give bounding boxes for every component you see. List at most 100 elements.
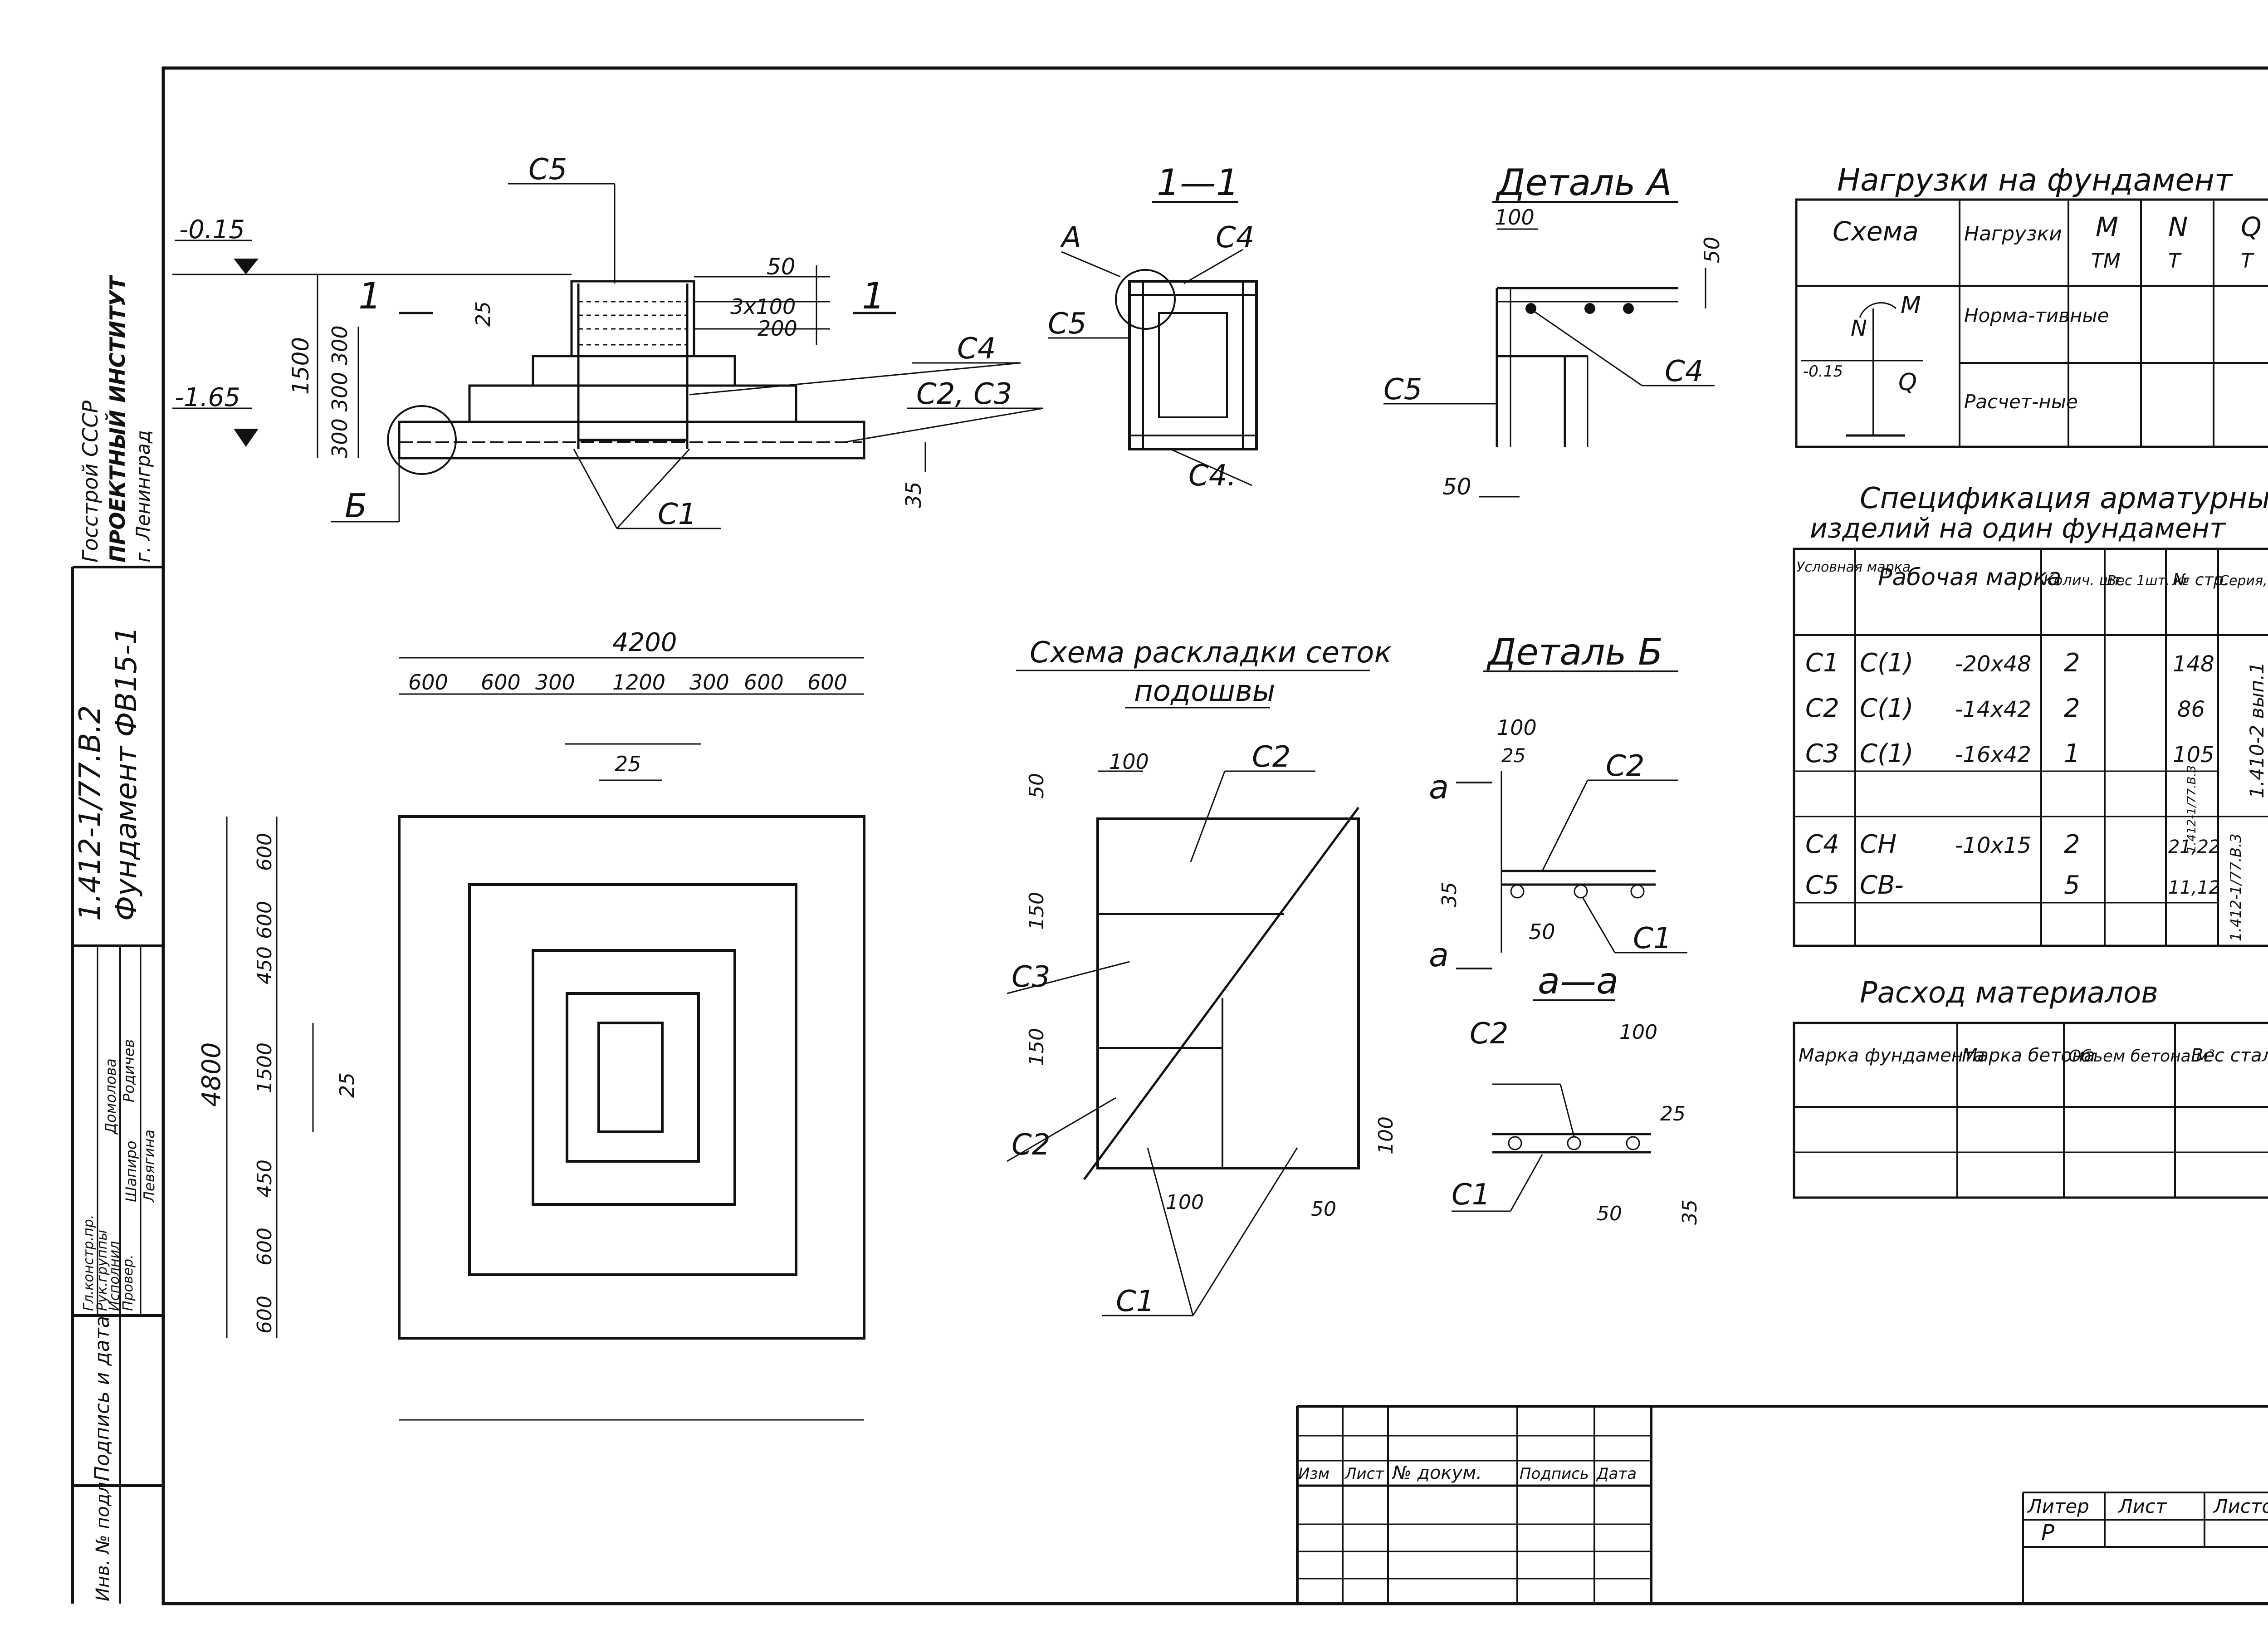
stamp-inv: Инв. № подл. bbox=[93, 1476, 113, 1601]
plan-dim-row-6: 600 bbox=[807, 670, 847, 695]
stamp-name-3: Домолова bbox=[102, 1058, 119, 1135]
mesh-dim-100-bottom: 100 bbox=[1166, 1191, 1204, 1214]
spec-r1-c5: 86 bbox=[2177, 697, 2205, 722]
elev-dim-1500: 1500 bbox=[288, 337, 314, 395]
tb-h-sheet: Лист bbox=[2117, 1495, 2167, 1517]
loads-title: Нагрузки на фундамент bbox=[1837, 162, 2234, 198]
spec-r5-c5: 11,12 bbox=[2168, 877, 2220, 898]
plan-dim-row-3: 1200 bbox=[612, 670, 665, 695]
spec-r5-c3: 5 bbox=[2064, 871, 2080, 900]
spec-r1-c2: -14x42 bbox=[1955, 697, 2031, 722]
sheet-frame bbox=[161, 66, 2268, 1605]
materials-table: Расход материалов Марка фундамента Марка… bbox=[1793, 976, 2268, 1199]
spec-title-2: изделий на один фундамент bbox=[1810, 513, 2226, 544]
elev-section-mark-left: 1 bbox=[358, 275, 381, 317]
spec-r4-c5: 21,22 bbox=[2168, 837, 2220, 857]
mesh-dim-50: 50 bbox=[1025, 773, 1048, 798]
spec-r4-c3: 2 bbox=[2064, 830, 2080, 859]
stamp-org-2: ПРОЕКТНЫЙ ИНСТИТУТ bbox=[105, 274, 130, 563]
detA-dim-50-bottom: 50 bbox=[1442, 474, 1471, 500]
section-1-1-title: 1—1 bbox=[1157, 161, 1239, 204]
aa-label-c1: C1 bbox=[1452, 1178, 1490, 1212]
mat-h-3: Вес стали кг bbox=[2191, 1045, 2268, 1066]
mesh-title-1: Схема раскладки сеток bbox=[1030, 636, 1392, 670]
spec-r0-c0: C1 bbox=[1805, 648, 1839, 678]
side-stamp: Госстрой СССР ПРОЕКТНЫЙ ИНСТИТУТ г. Лени… bbox=[71, 274, 163, 1604]
loads-scheme-n: N bbox=[1851, 316, 1867, 341]
elev-label-c4: C4 bbox=[957, 332, 996, 366]
aa-dim-35: 35 bbox=[1678, 1199, 1701, 1225]
spec-r5-c0: C5 bbox=[1805, 871, 1839, 900]
tb-h-izm: Изм bbox=[1298, 1465, 1330, 1483]
loads-h-q: Q bbox=[2241, 211, 2262, 242]
spec-series-a: 1.410-2 вып.1 bbox=[2246, 662, 2268, 798]
aa-label-c2: C2 bbox=[1470, 1017, 1508, 1051]
plan-dim-row-4: 300 bbox=[689, 670, 729, 695]
detB-cut-mark-bottom: a bbox=[1429, 936, 1449, 974]
spec-r0-c1: C(1) bbox=[1860, 648, 1913, 678]
plan-dim-4200: 4200 bbox=[612, 628, 677, 657]
elev-dim-200: 200 bbox=[758, 316, 797, 341]
spec-r2-c5: 105 bbox=[2173, 742, 2214, 768]
mesh-dim-100-right: 100 bbox=[1374, 1116, 1398, 1154]
elev-dim-35: 35 bbox=[901, 481, 926, 508]
loads-u-m: ТМ bbox=[2091, 249, 2121, 273]
elev-level-top: -0.15 bbox=[179, 215, 245, 245]
mesh-title-2: подошвы bbox=[1134, 675, 1275, 708]
s11-label-c5: C5 bbox=[1048, 307, 1086, 341]
plan-dim-row-5: 600 bbox=[744, 670, 784, 695]
detB-dim-50: 50 bbox=[1529, 920, 1555, 944]
plan-dim-col-4: 450 bbox=[253, 1159, 276, 1198]
loads-table: Нагрузки на фундамент Схема Нагрузки M Т… bbox=[1795, 162, 2268, 448]
spec-h-rab: Рабочая марка bbox=[1878, 564, 2062, 591]
stamp-title: Фундамент ФВ15-1 bbox=[110, 626, 143, 921]
loads-h-m: M bbox=[2096, 211, 2118, 242]
aa-dim-50: 50 bbox=[1597, 1202, 1622, 1225]
elev-label-c2c3: C2, C3 bbox=[916, 377, 1012, 411]
spec-r2-c2: -16x42 bbox=[1955, 742, 2031, 768]
elev-level-bottom: -1.65 bbox=[175, 383, 240, 412]
mat-h-2: Объем бетона м³ bbox=[2068, 1047, 2215, 1066]
mesh-dim-150a: 150 bbox=[1025, 892, 1048, 930]
spec-r1-c0: C2 bbox=[1805, 694, 1839, 723]
detA-dim-50-right: 50 bbox=[1700, 236, 1724, 263]
loads-u-q: Т bbox=[2241, 249, 2254, 273]
plan-dim-col-5: 600 bbox=[253, 1228, 276, 1266]
spec-r2-c0: C3 bbox=[1805, 739, 1839, 768]
spec-table: Спецификация арматурных изделий на один … bbox=[1793, 482, 2268, 947]
loads-scheme-q: Q bbox=[1898, 369, 1917, 396]
tb-h-date: Дата bbox=[1596, 1465, 1637, 1483]
mesh-dim-100-top: 100 bbox=[1109, 749, 1149, 774]
elev-dim-steps: 300 300 300 bbox=[327, 325, 352, 458]
loads-h-n: N bbox=[2168, 211, 2188, 242]
elev-label-c5: C5 bbox=[528, 153, 567, 186]
elev-dim-3x100: 3x100 bbox=[730, 294, 796, 319]
stamp-name-2: Левягина bbox=[141, 1130, 158, 1203]
detA-dim-100: 100 bbox=[1495, 205, 1535, 230]
s11-label-a: A bbox=[1060, 221, 1081, 254]
mat-h-0: Марка фундамента bbox=[1799, 1045, 1985, 1066]
tb-h-liter: Литер bbox=[2027, 1495, 2089, 1517]
spec-r4-c1: CH bbox=[1860, 830, 1897, 859]
loads-scheme-level: -0.15 bbox=[1803, 362, 1843, 381]
spec-r5-c1: CB- bbox=[1860, 871, 1904, 900]
detail-a: Деталь А 100 50 50 C5 C4 bbox=[1383, 161, 1724, 500]
detB-label-c2: C2 bbox=[1606, 749, 1644, 783]
spec-h-str: № стр. bbox=[2172, 571, 2229, 589]
loads-u-n: Т bbox=[2168, 249, 2182, 273]
detail-b: Деталь Б 100 25 35 50 C2 C1 a a a—a C2 1… bbox=[1429, 631, 1701, 1225]
stamp-name-1: Шапиро bbox=[122, 1141, 140, 1202]
s11-label-c4-bottom: C4. bbox=[1188, 459, 1237, 493]
spec-r4-c2: -10x15 bbox=[1955, 833, 2031, 858]
spec-r4-c0: C4 bbox=[1805, 830, 1839, 859]
spec-h-ser: Серия, выпуск bbox=[2219, 573, 2268, 589]
loads-h-scheme: Схема bbox=[1833, 216, 1919, 247]
aa-dim-100: 100 bbox=[1619, 1021, 1657, 1044]
plan-dim-col-2: 450 bbox=[253, 946, 276, 984]
loads-row-norm: Норма-тивные bbox=[1964, 304, 2109, 327]
loads-row-calc: Расчет-ные bbox=[1964, 391, 2078, 413]
plan-dim-25-top: 25 bbox=[615, 752, 641, 776]
stamp-role-3: Исполнил bbox=[107, 1241, 122, 1311]
detA-label-c4: C4 bbox=[1665, 355, 1703, 388]
plan-dim-25-left: 25 bbox=[336, 1072, 359, 1098]
